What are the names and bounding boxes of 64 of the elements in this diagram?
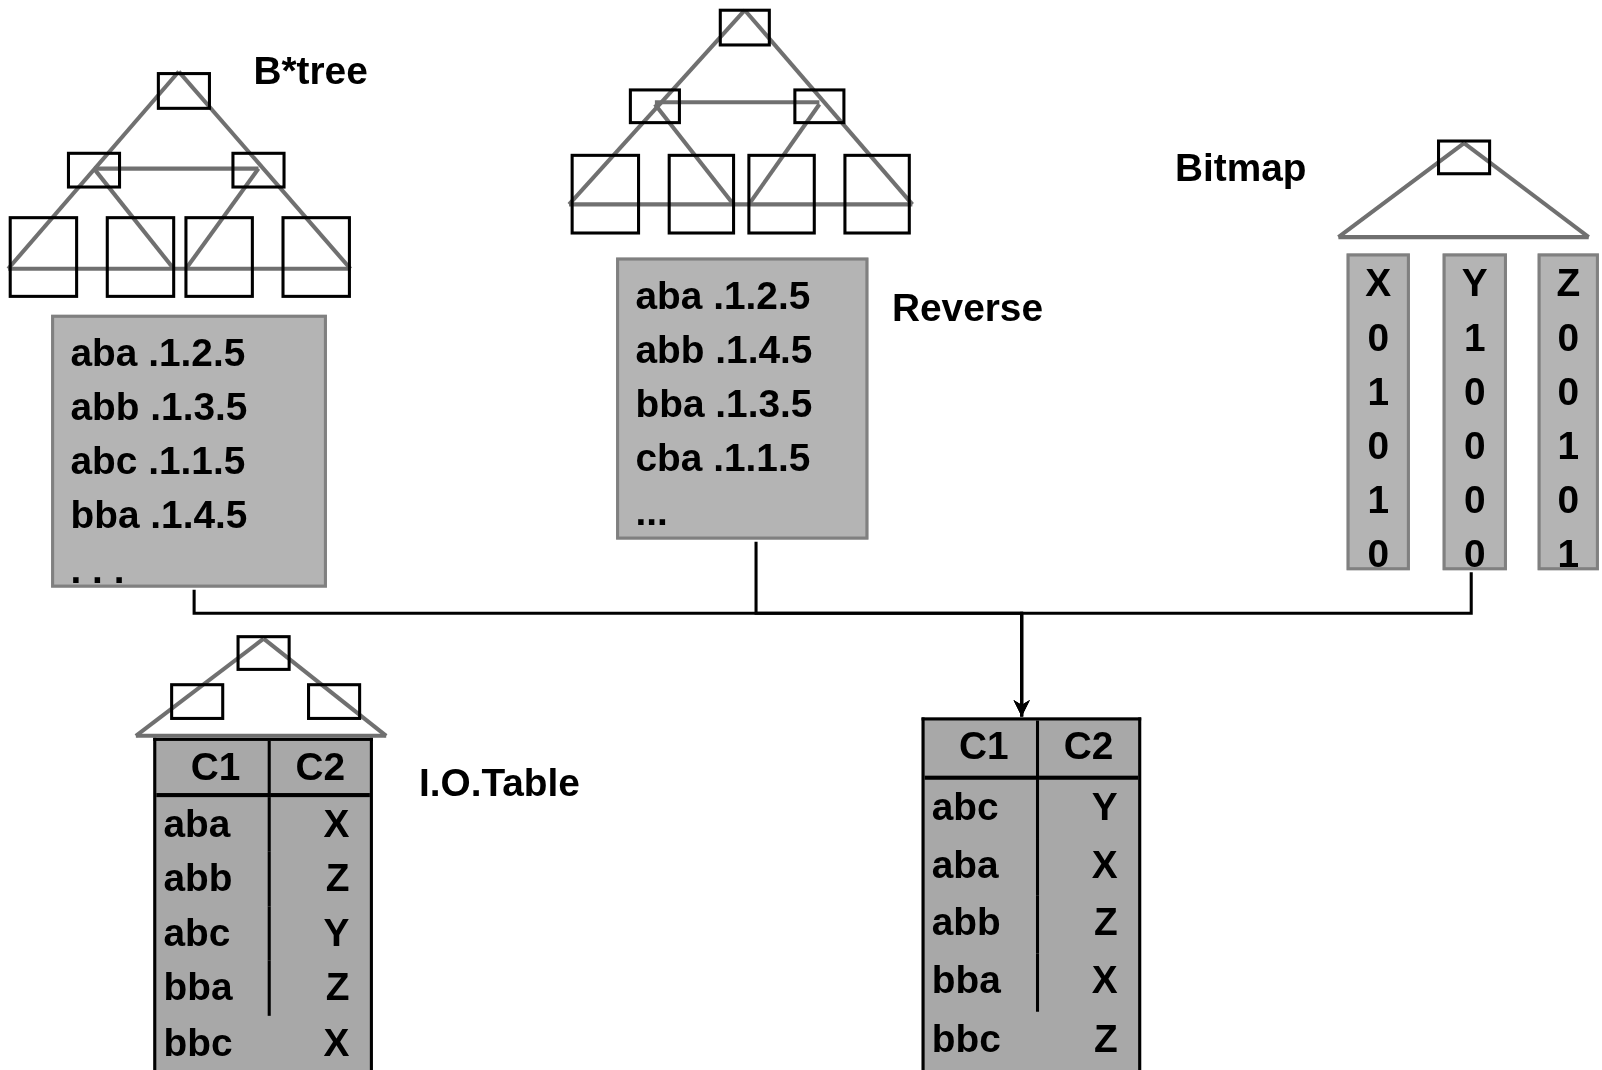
table-cell: abc: [924, 779, 1040, 838]
bit-value: X: [1364, 260, 1393, 307]
index-entry: . . .: [70, 546, 126, 593]
table-cell-text: Y: [1090, 783, 1119, 830]
table: [921, 717, 1142, 1070]
table-cell: abb: [924, 895, 1040, 954]
connector-arrow: [1013, 572, 1473, 717]
bitmap-column: [1442, 253, 1507, 571]
table-cell-text: Z: [324, 855, 351, 902]
bit-value: 1: [1556, 531, 1581, 578]
column-header: C1: [156, 740, 271, 797]
column-header: C2: [270, 740, 370, 797]
bit-value: 0: [1366, 423, 1391, 470]
index-entry: ...: [635, 489, 669, 536]
index-entry: bba .1.3.5: [635, 381, 814, 428]
index-type-label: Bitmap: [1174, 146, 1307, 191]
bit-value: 0: [1463, 423, 1487, 470]
bit-value: 1: [1366, 477, 1391, 524]
index-type-label: I.O.Table: [418, 761, 580, 806]
table-cell-text: bbc: [162, 1019, 234, 1066]
bit-value: 0: [1556, 314, 1581, 361]
table-cell: bba: [156, 960, 271, 1016]
index-entry: abc .1.1.5: [70, 438, 247, 485]
index-entry: aba .1.2.5: [70, 330, 247, 377]
table-cell-text: Z: [1093, 1016, 1119, 1062]
table-cell-text: Y: [322, 910, 351, 956]
bit-value: Y: [1460, 260, 1489, 307]
table-cell-text: X: [1090, 957, 1119, 1004]
index-box: [51, 314, 327, 588]
column-header: C1: [924, 720, 1040, 780]
bit-value: Z: [1555, 260, 1582, 307]
index-entry: aba .1.2.5: [635, 272, 812, 319]
bit-value: 0: [1463, 368, 1487, 415]
table-cell: abc: [156, 905, 271, 961]
table-cell-text: X: [322, 800, 351, 847]
table-cell: aba: [924, 837, 1040, 896]
bitmap-column: [1537, 253, 1599, 571]
index-entry: bba .1.4.5: [70, 492, 249, 539]
index-entry: cba .1.1.5: [635, 435, 812, 482]
column-header: C2: [1039, 720, 1139, 780]
index-entry: abb .1.3.5: [70, 384, 249, 431]
table-cell: abb: [156, 851, 271, 906]
table-cell-text: X: [1090, 841, 1119, 888]
table-cell-text: bbc: [930, 1016, 1002, 1062]
bit-value: 0: [1556, 477, 1581, 524]
table: [153, 737, 373, 1070]
index-box: [616, 257, 869, 540]
index-type-label: Reverse: [891, 286, 1044, 331]
bit-value: 0: [1463, 477, 1487, 524]
bit-value: 1: [1556, 423, 1581, 470]
index-type-label: B*tree: [253, 49, 368, 93]
bit-value: 0: [1366, 531, 1391, 578]
bit-value: 0: [1556, 368, 1581, 415]
bit-value: 1: [1463, 314, 1487, 361]
bit-value: 0: [1366, 314, 1391, 361]
table-cell: bba: [924, 953, 1040, 1012]
bit-value: 1: [1366, 368, 1391, 415]
bitmap-column: [1346, 253, 1410, 571]
table-cell-text: Z: [324, 964, 351, 1011]
table-cell: aba: [156, 796, 271, 852]
table-cell-text: X: [322, 1019, 351, 1066]
table-cell-text: Z: [1093, 899, 1119, 946]
bit-value: 0: [1463, 531, 1487, 578]
index-entry: abb .1.4.5: [635, 327, 814, 373]
